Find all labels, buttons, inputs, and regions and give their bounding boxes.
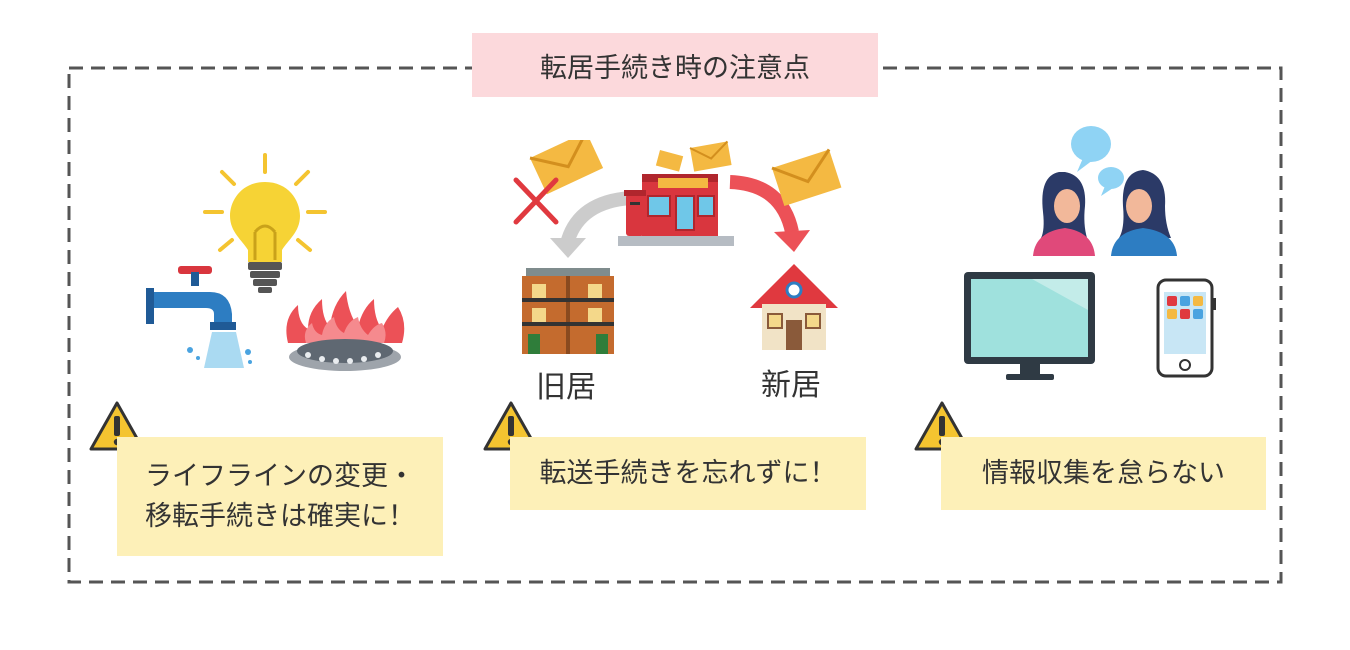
water-faucet-icon xyxy=(146,266,252,368)
arrow-gray-icon xyxy=(561,191,631,243)
note-line: ライフラインの変更・ xyxy=(145,460,415,492)
old-residence-label: 旧居 xyxy=(536,370,596,405)
new-residence-label: 新居 xyxy=(761,368,821,403)
people-talking-icon xyxy=(1033,126,1177,256)
monitor-icon xyxy=(964,272,1095,380)
note-forwarding: 転送手続きを忘れずに！ xyxy=(510,437,866,510)
note-lifeline: ライフラインの変更・ 移転手続きは確実に！ xyxy=(117,437,443,556)
note-line: 情報収集を怠らない xyxy=(982,457,1225,489)
mail-forwarding-illustration xyxy=(513,140,842,354)
speech-bubble-icon xyxy=(1071,126,1124,196)
note-line: 移転手続きは確実に！ xyxy=(145,500,415,532)
envelope-icon xyxy=(529,140,604,195)
gas-burner-icon xyxy=(286,291,405,371)
light-bulb-icon xyxy=(203,153,327,293)
smartphone-icon xyxy=(1156,278,1216,378)
apartment-icon xyxy=(522,268,614,354)
page-title: 転居手続き時の注意点 xyxy=(472,33,878,97)
note-line: 転送手続きを忘れずに！ xyxy=(539,457,837,489)
note-information: 情報収集を怠らない xyxy=(941,437,1266,510)
note-lifeline-text: ライフラインの変更・ 移転手続きは確実に！ xyxy=(145,457,415,537)
post-office-icon xyxy=(618,174,734,246)
cross-mark-icon xyxy=(513,177,559,225)
envelope-icon xyxy=(771,148,842,207)
title-text: 転居手続き時の注意点 xyxy=(540,52,810,84)
arrow-red-icon xyxy=(729,175,799,234)
house-icon xyxy=(750,264,838,350)
